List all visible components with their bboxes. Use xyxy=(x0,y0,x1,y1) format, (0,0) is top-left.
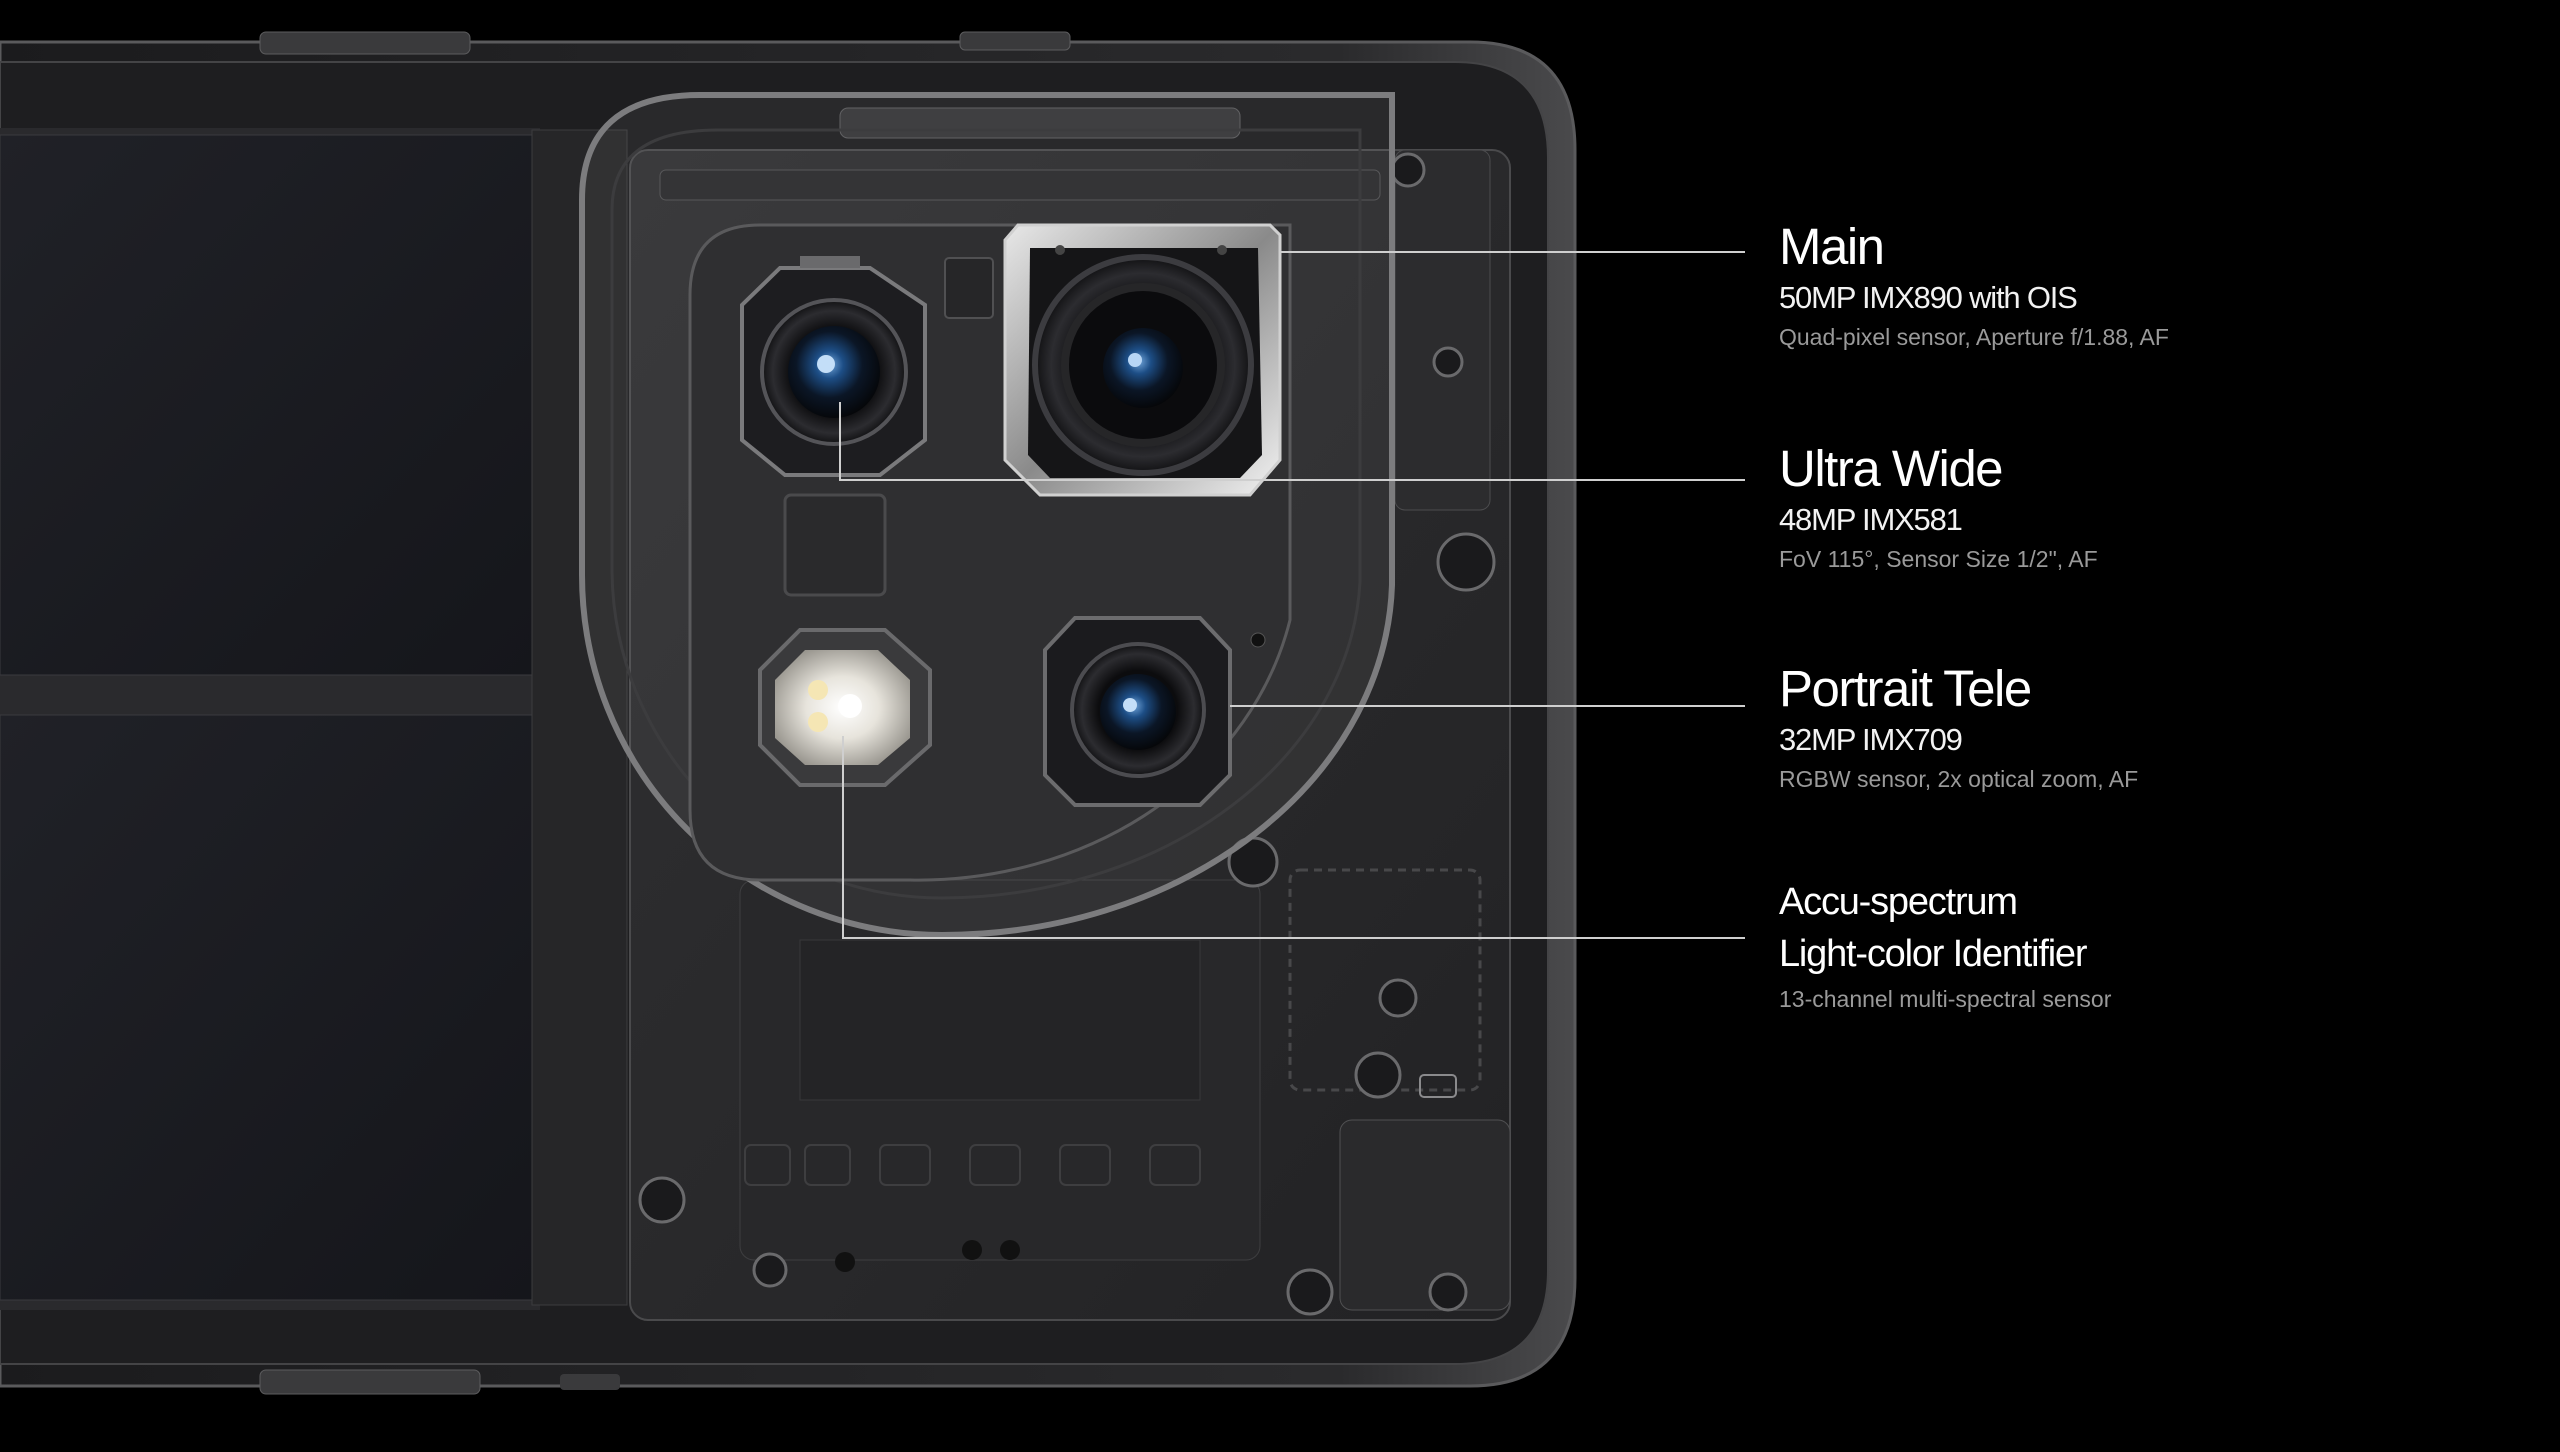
spec-main-title: Main xyxy=(1779,218,1885,275)
spec-portrait-tele-detail: RGBW sensor, 2x optical zoom, AF xyxy=(1779,766,2139,792)
spec-light-sensor-title-line1: Accu-spectrum xyxy=(1779,881,2018,923)
spec-portrait-tele-title: Portrait Tele xyxy=(1779,660,2032,717)
main-camera xyxy=(1003,223,1282,497)
spec-ultra-wide-subtitle: 48MP IMX581 xyxy=(1779,502,1963,537)
spec-ultra-wide-camera: Ultra Wide 48MP IMX581 FoV 115°, Sensor … xyxy=(1779,440,2098,574)
ultra-wide-camera xyxy=(740,256,927,477)
spec-light-sensor-title: Accu-spectrum Light-color Identifier xyxy=(1779,876,2111,980)
spectral-sensor-flash xyxy=(758,628,932,787)
spec-light-sensor-title-line2: Light-color Identifier xyxy=(1779,933,2088,975)
spec-ultra-wide-title: Ultra Wide xyxy=(1779,440,2004,497)
spec-portrait-tele-camera: Portrait Tele 32MP IMX709 RGBW sensor, 2… xyxy=(1779,660,2138,794)
portrait-tele-camera xyxy=(1043,616,1266,807)
spec-main-camera: Main 50MP IMX890 with OIS Quad-pixel sen… xyxy=(1779,218,2169,352)
spec-main-subtitle: 50MP IMX890 with OIS xyxy=(1779,280,2078,315)
spec-light-sensor-detail: 13-channel multi-spectral sensor xyxy=(1779,986,2112,1012)
spec-portrait-tele-subtitle: 32MP IMX709 xyxy=(1779,722,1963,757)
spec-main-detail: Quad-pixel sensor, Aperture f/1.88, AF xyxy=(1779,324,2169,350)
callout-lines xyxy=(839,251,1745,939)
spec-ultra-wide-detail: FoV 115°, Sensor Size 1/2", AF xyxy=(1779,546,2098,572)
spec-light-color-identifier: Accu-spectrum Light-color Identifier 13-… xyxy=(1779,876,2111,1014)
